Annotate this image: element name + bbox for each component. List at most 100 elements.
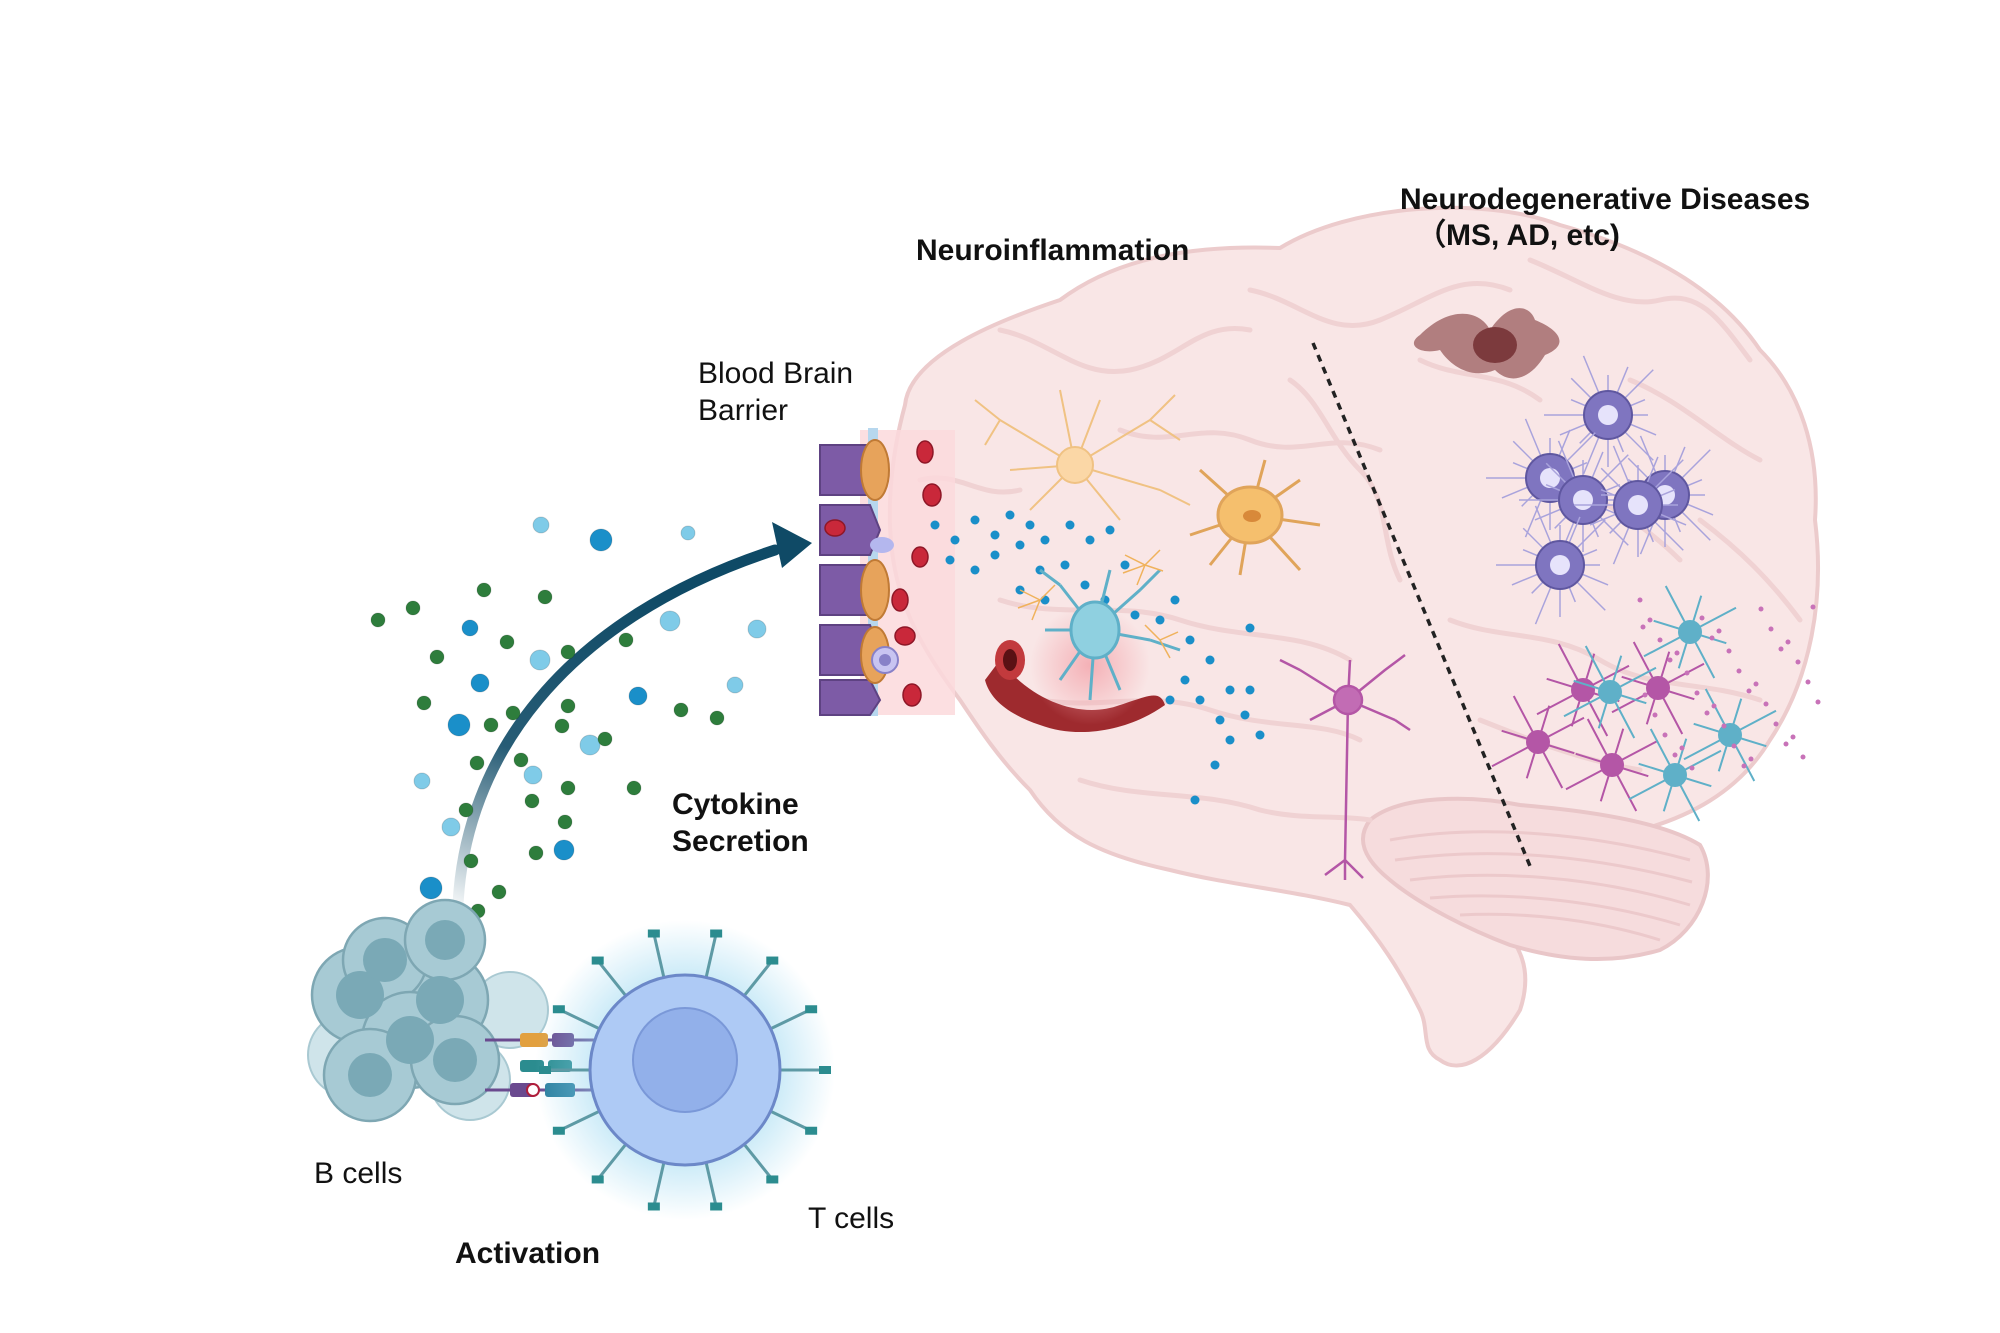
cytokine-label-line2: Secretion [672, 824, 809, 858]
t-cell-receptor-tip [647, 929, 660, 938]
astrocyte-icon [1017, 549, 1179, 659]
plaque-center [1573, 490, 1593, 510]
t-cell-receptor-tip [591, 956, 604, 965]
neuron-fragment [1753, 681, 1759, 687]
cytokine-particle [1210, 760, 1220, 770]
neuron-icon [1279, 654, 1411, 880]
cytokine-particle [659, 610, 681, 632]
t-cell-receptor [558, 1109, 601, 1133]
cytokine-particle [589, 528, 613, 552]
cytokine-particle [1215, 715, 1225, 725]
t-cell-receptor [652, 933, 666, 978]
neuron-soma [1646, 676, 1670, 700]
plaque-center [1598, 405, 1618, 425]
t-cell-receptor-tip [710, 929, 723, 938]
t-cell-receptor-tip [552, 1005, 565, 1014]
neuron-fragment [1637, 597, 1643, 603]
neuron-fragment [1672, 752, 1678, 758]
cytokine-particle [1025, 520, 1035, 530]
t-cell-receptor [596, 959, 627, 997]
t-cell-receptor [652, 1162, 666, 1207]
cytokine-particle [1130, 610, 1140, 620]
t-cell-receptor [558, 1007, 601, 1031]
cytokine-secretion-label: Cytokine Secretion [672, 787, 809, 860]
cytokine-particle [461, 619, 479, 637]
cytokine-particle [370, 612, 386, 628]
t-cell-receptor-tip [710, 1202, 723, 1211]
cytokine-particle [1005, 510, 1015, 520]
cytokine-particle [1040, 595, 1050, 605]
neuron-fragment [1741, 763, 1747, 769]
cytokine-particle [626, 780, 642, 796]
neuron-soma [1571, 678, 1595, 702]
cytokine-particle [990, 550, 1000, 560]
neuron-fragment [1699, 615, 1705, 621]
cytokine-particle [1085, 535, 1095, 545]
cytokine-particle [930, 520, 940, 530]
cytokine-particle [1015, 540, 1025, 550]
neuron-fragment [1790, 734, 1796, 740]
brain-cerebellum [1360, 796, 1710, 962]
cytokine-particle [483, 717, 499, 733]
microglia-soma [1718, 723, 1742, 747]
neuroinflammation-label: Neuroinflammation [916, 234, 1190, 267]
amyloid-plaque-icon [1486, 355, 1714, 625]
cytokine-particles [370, 510, 1265, 962]
neuron-fragment [1805, 679, 1811, 685]
cytokine-particle [597, 731, 613, 747]
t-cell-receptor [743, 1143, 774, 1181]
neuron-fragment [1679, 745, 1685, 751]
cytokine-particle [476, 582, 492, 598]
cytokine-particle [1205, 655, 1215, 665]
cytokine-label-line1: Cytokine [672, 788, 799, 821]
b-cell-cluster-icon [307, 898, 549, 1123]
neuron-fragment [1785, 639, 1791, 645]
cytokine-particle [1155, 615, 1165, 625]
cytokine-particle [470, 673, 490, 693]
cytokine-particle [560, 644, 576, 660]
plaque-center [1550, 555, 1570, 575]
plaque-center [1628, 495, 1648, 515]
neuron-fragment [1815, 699, 1821, 705]
t-cell-receptor-tip [766, 1175, 779, 1184]
neuron-fragment [1667, 657, 1673, 663]
cytokine-particle [1245, 623, 1255, 633]
brain-icon [887, 205, 1820, 1068]
neuron-fragment [1674, 650, 1680, 656]
cytokine-particle [524, 793, 540, 809]
neuron-fragment [1640, 624, 1646, 630]
cytokine-particle [950, 535, 960, 545]
t-cell-receptor-tip [766, 956, 779, 965]
microglia-icon [1039, 568, 1181, 701]
t-cell-receptor [704, 933, 718, 978]
cytokine-particle [747, 619, 767, 639]
neuron-fragment [1736, 668, 1742, 674]
neuron-fragment [1657, 637, 1663, 643]
neuron-fragment [1711, 703, 1717, 709]
microglia-soma [1678, 620, 1702, 644]
cytokine-particle [553, 839, 575, 861]
cytokine-particle [1180, 675, 1190, 685]
bbb-label-line1: Blood Brain [698, 357, 854, 390]
cytokine-particle [1225, 685, 1235, 695]
neuron-fragment [1773, 721, 1779, 727]
cytokine-particle [1040, 535, 1050, 545]
neuron-fragment [1647, 617, 1653, 623]
cytokine-particle [673, 702, 689, 718]
neuron-fragment [1709, 635, 1715, 641]
t-cell-receptor-tip [819, 1066, 831, 1074]
cytokine-particle [416, 695, 432, 711]
microglia-soma [1598, 680, 1622, 704]
cytokine-particle [532, 516, 550, 534]
neuron-fragment [1652, 712, 1658, 718]
cytokine-particle [429, 649, 445, 665]
cytokine-particle [523, 765, 543, 785]
neuron-soma [1526, 730, 1550, 754]
neuron-fragment [1763, 701, 1769, 707]
cytokine-particle [491, 884, 507, 900]
cytokine-particle [1105, 525, 1115, 535]
cytokine-particle [560, 698, 576, 714]
neuron-fragment [1783, 741, 1789, 747]
dashed-divider-icon [1311, 342, 1532, 867]
bbb-label-line2: Barrier [698, 393, 789, 427]
